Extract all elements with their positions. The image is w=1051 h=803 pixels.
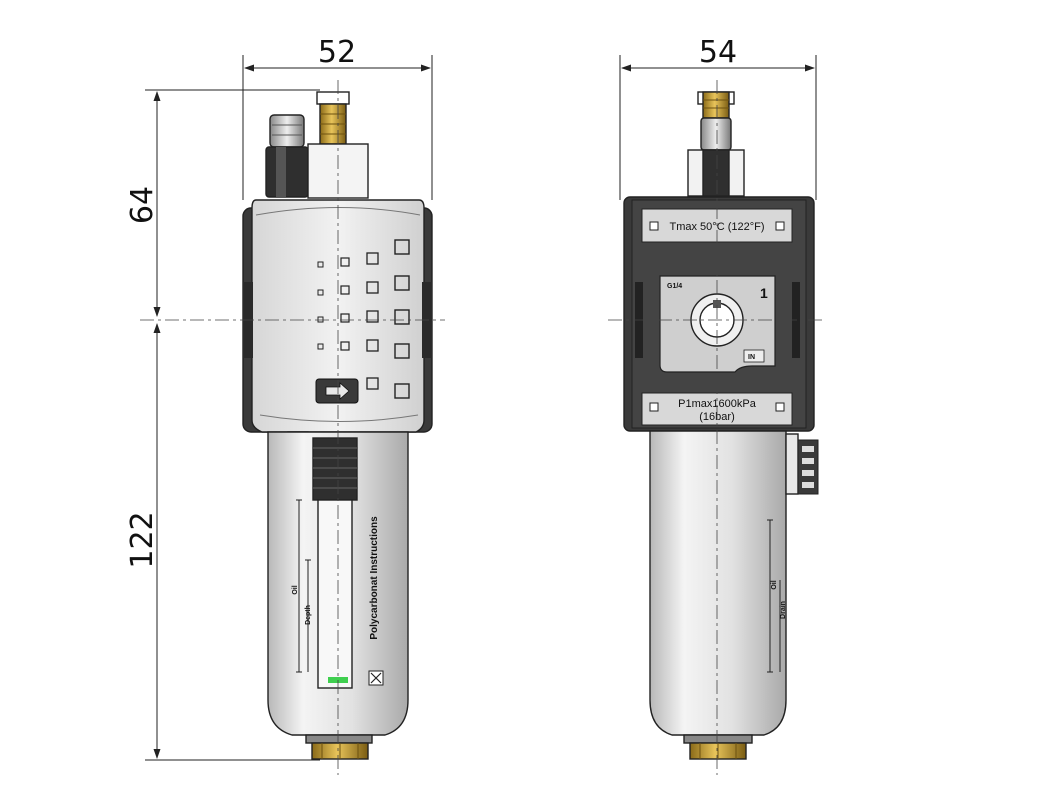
temperature-rating-label: Tmax 50°C (122°F): [670, 221, 765, 233]
side-bowl: Oil Drain: [649, 430, 819, 736]
side-view: Tmax 50°C (122°F) G1/4 1 IN P1max1600kPa…: [608, 80, 826, 775]
side-width-label: 54: [699, 35, 737, 70]
side-scale-label-oil: Oil: [771, 580, 778, 589]
front-adjust-knob: [265, 114, 309, 198]
front-width-label: 52: [318, 35, 356, 70]
bowl-instruction-text: Polycarbonat Instructions: [369, 516, 380, 640]
front-scale-label-depth: Depth: [305, 605, 312, 625]
front-main-body: [242, 199, 433, 433]
port-thread-code: G1/4: [667, 283, 682, 290]
front-view: Oil Depth Polycarbonat Instructions: [140, 80, 445, 775]
lower-height-label: 122: [125, 511, 160, 568]
side-main-body: Tmax 50°C (122°F) G1/4 1 IN P1max1600kPa…: [623, 196, 815, 432]
front-scale-label-oil: Oil: [292, 585, 299, 594]
flow-direction-arrow-icon: [315, 378, 359, 404]
side-scale-label-drain: Drain: [780, 601, 787, 619]
warning-icon: [368, 670, 384, 686]
upper-height-label: 64: [125, 186, 160, 224]
drip-rate-scale: [317, 239, 410, 399]
inlet-label: IN: [748, 354, 755, 361]
side-fill-plug: [687, 91, 745, 197]
front-drain-fitting: [305, 734, 373, 760]
side-drain-fitting: [683, 734, 753, 760]
dimension-lines: [145, 55, 817, 761]
pressure-rating-label: P1max1600kPa: [678, 398, 757, 410]
port-number-label: 1: [760, 285, 768, 301]
